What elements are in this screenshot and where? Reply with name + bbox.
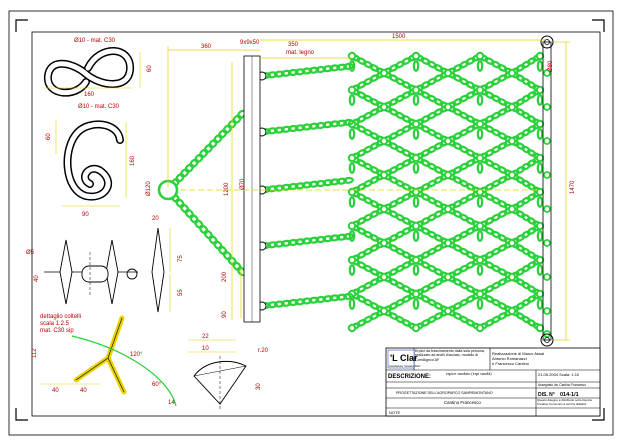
g-hook-detail: Ø10 - mat. C30 60 160 90: [46, 104, 136, 218]
tip-r20: r.20: [258, 348, 269, 354]
knives-detail: dettaglio coltelli scala 1:2.5 mat. C30 …: [32, 314, 177, 407]
date-scale: 21.05.2004 Scala: 1:10: [538, 372, 580, 377]
ring-40: 40: [34, 275, 40, 282]
author-name: Cantino Francesco: [444, 400, 481, 405]
description-header: Erpice da trascinamento dalla sola perso…: [415, 349, 485, 362]
pin-55: 55: [178, 289, 184, 296]
pin-75: 75: [178, 255, 184, 262]
dim-1470: 1470: [570, 180, 576, 194]
dim-d70: Ø70: [240, 178, 246, 190]
dim-90: 90: [222, 311, 228, 318]
chain-mesh: [347, 51, 545, 333]
pin-20: 20: [152, 216, 159, 222]
logo: 'L Clar: [390, 353, 418, 363]
dim-mat-legno: mat. legno: [286, 50, 315, 56]
g-hook-width: 90: [82, 212, 89, 218]
s-hook-height: 60: [147, 65, 153, 72]
rod-top-eye: [540, 35, 554, 49]
description-value: erpice snodato (erpi snodà): [446, 371, 492, 376]
s-hook-label: Ø10 - mat. C30: [74, 38, 116, 44]
detail-112: 112: [32, 348, 38, 358]
notes-label: NOTE: [389, 410, 400, 415]
dim-350: 350: [288, 42, 299, 48]
tip-30: 30: [256, 383, 262, 390]
dim-d80: Ø80: [548, 60, 554, 72]
project-name: PROGETTAZIONE DELL'AGROPARCO SANPIEMONTA…: [396, 391, 493, 395]
credits-line-3: e Francesco Cantino: [492, 361, 530, 366]
logo-box: [387, 349, 415, 369]
assigned-by: Assegnato da: Cantino Francesco: [538, 383, 586, 387]
sheet-outer-border: [8, 10, 614, 436]
s-hook-detail: Ø10 - mat. C30 160 60: [44, 38, 153, 98]
blade-tip-detail: 22 10 r.20 30: [188, 334, 269, 410]
rod-bottom-eye: [540, 333, 554, 347]
attachment-chains: [157, 62, 551, 338]
ring-diameter: Ø5: [26, 250, 35, 256]
dim-d120: Ø120: [146, 181, 152, 196]
description-label: DESCRIZIONE:: [388, 374, 431, 380]
credits-line-1: Realizzazione di Marco Assai: [492, 351, 544, 356]
sheet-inner-border: [31, 31, 601, 417]
dim-360: 360: [201, 44, 212, 50]
right-rod: [542, 41, 552, 341]
detail-scale: scala 1:2.5: [40, 321, 70, 327]
g-hook-h2: 160: [130, 155, 136, 166]
dim-1500: 1500: [392, 34, 406, 40]
tip-10: 10: [202, 346, 209, 352]
detail-40b: 40: [80, 388, 87, 394]
credits-line-2: Antonio Romanazzi: [492, 356, 527, 361]
detail-14: 14: [168, 400, 175, 406]
logo-subtitle: Associazione "Giovanni Pello": [389, 365, 421, 368]
pin-detail: 20 75 55: [151, 216, 184, 313]
ring-knife-detail: Ø5 40: [26, 239, 138, 305]
dim-beam: 9x9x50: [240, 40, 260, 46]
s-hook-width: 160: [84, 92, 95, 98]
detail-60deg: 60°: [152, 382, 162, 388]
g-hook-label: Ø10 - mat. C30: [78, 104, 120, 110]
detail-title: dettaglio coltelli: [40, 314, 81, 320]
corner-marks: [15, 19, 605, 421]
drawing-number-label: DIS. N°: [538, 392, 555, 398]
dim-200: 200: [222, 271, 228, 282]
detail-40a: 40: [52, 388, 59, 394]
detail-material: mat. C30 sip: [40, 328, 74, 334]
detail-120deg: 120°: [130, 352, 143, 358]
license-note: Questo disegno è distribuito sotto licen…: [537, 399, 592, 406]
drawing-number: 014-1/1: [560, 392, 579, 398]
tip-22: 22: [202, 334, 209, 340]
dimension-lines: [167, 39, 570, 341]
g-hook-h1: 60: [46, 133, 52, 140]
title-block: 'L Clar Associazione "Giovanni Pello" Er…: [385, 347, 601, 417]
dim-1200: 1200: [224, 182, 230, 196]
